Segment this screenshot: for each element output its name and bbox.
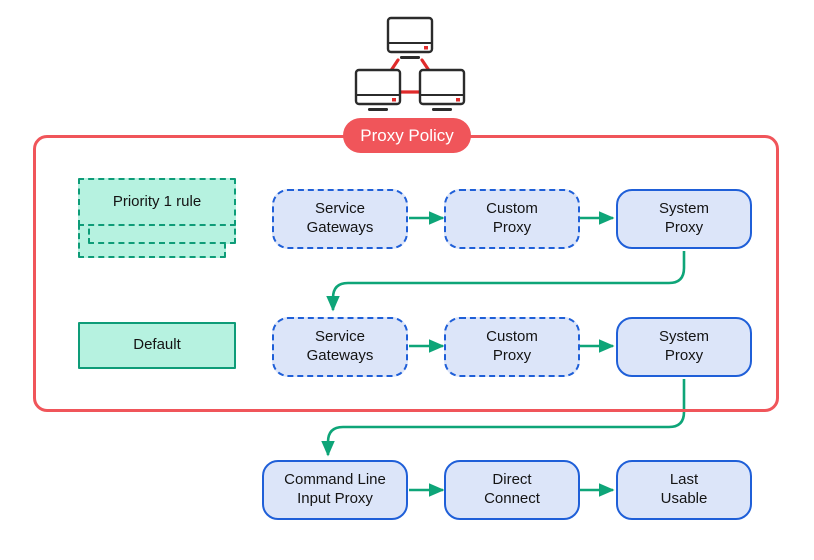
node-system-proxy-2[interactable]: System Proxy [616, 317, 752, 377]
node-last-usable-label: Last Usable [660, 471, 708, 507]
network-topology-icon [354, 16, 466, 111]
rule-default[interactable]: Default [78, 322, 236, 369]
node-system-proxy-1[interactable]: System Proxy [616, 189, 752, 249]
node-system-proxy-1-label: System Proxy [658, 200, 709, 236]
node-service-gateways-1-label: Service Gateways [306, 200, 374, 236]
rule-priority-1[interactable]: Priority 1 rule [78, 178, 236, 226]
node-custom-proxy-1[interactable]: Custom Proxy [444, 189, 580, 249]
node-custom-proxy-1-label: Custom Proxy [486, 200, 538, 236]
node-service-gateways-2[interactable]: Service Gateways [272, 317, 408, 377]
rule-priority-1-label: Priority 1 rule [112, 192, 202, 210]
node-last-usable[interactable]: Last Usable [616, 460, 752, 520]
node-command-line-input-proxy[interactable]: Command Line Input Proxy [262, 460, 408, 520]
node-service-gateways-2-label: Service Gateways [306, 328, 374, 364]
proxy-policy-label: Proxy Policy [360, 125, 454, 145]
node-direct-connect[interactable]: Direct Connect [444, 460, 580, 520]
node-service-gateways-1[interactable]: Service Gateways [272, 189, 408, 249]
node-custom-proxy-2-label: Custom Proxy [486, 328, 538, 364]
proxy-policy-pill: Proxy Policy [343, 118, 471, 153]
node-custom-proxy-2[interactable]: Custom Proxy [444, 317, 580, 377]
node-command-line-input-proxy-label: Command Line Input Proxy [284, 471, 386, 507]
node-direct-connect-label: Direct Connect [484, 471, 540, 507]
node-system-proxy-2-label: System Proxy [658, 328, 709, 364]
rule-default-label: Default [133, 336, 181, 354]
